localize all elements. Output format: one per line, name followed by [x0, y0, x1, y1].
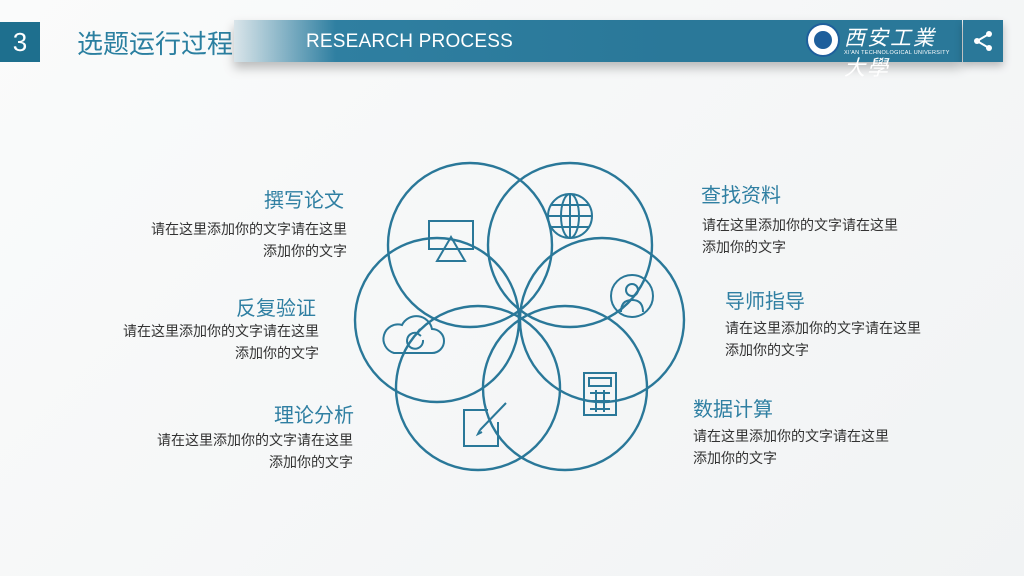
- header-banner: [234, 20, 962, 62]
- desc-zhuanxie: 请在这里添加你的文字请在这里 添加你的文字: [117, 219, 347, 263]
- desc-line: 请在这里添加你的文字请在这里: [693, 429, 889, 445]
- section-number: 3: [0, 22, 40, 62]
- desc-line: 添加你的文字: [263, 244, 347, 260]
- share-button[interactable]: [963, 20, 1003, 62]
- label-chazhao: 查找资料: [701, 183, 781, 207]
- petal-top-right: [486, 161, 654, 329]
- page-subtitle: RESEARCH PROCESS: [306, 31, 513, 52]
- desc-chazhao: 请在这里添加你的文字请在这里 添加你的文字: [702, 215, 932, 259]
- desc-lilun: 请在这里添加你的文字请在这里 添加你的文字: [123, 430, 353, 474]
- desc-line: 添加你的文字: [693, 451, 777, 467]
- globe-icon: [547, 193, 593, 239]
- petal-top-left: [386, 161, 554, 329]
- desc-line: 添加你的文字: [269, 455, 353, 471]
- logo-name-cn: 西安工業大學: [844, 26, 936, 80]
- desc-daoshi: 请在这里添加你的文字请在这里 添加你的文字: [725, 318, 955, 362]
- edit-icon: [463, 402, 507, 447]
- desc-line: 请在这里添加你的文字请在这里: [725, 321, 921, 337]
- desc-fanfu: 请在这里添加你的文字请在这里 添加你的文字: [89, 321, 319, 365]
- user-icon: [610, 274, 654, 318]
- desc-line: 请在这里添加你的文字请在这里: [151, 222, 347, 238]
- desc-line: 请在这里添加你的文字请在这里: [123, 324, 319, 340]
- monitor-icon: [428, 220, 474, 262]
- university-seal-icon: [806, 23, 840, 57]
- desc-line: 请在这里添加你的文字请在这里: [157, 433, 353, 449]
- desc-line: 添加你的文字: [725, 343, 809, 359]
- label-daoshi: 导师指导: [725, 289, 805, 313]
- desc-line: 添加你的文字: [702, 240, 786, 256]
- label-fanfu: 反复验证: [236, 296, 316, 320]
- label-zhuanxie: 撰写论文: [264, 188, 344, 212]
- petal-bottom-right: [481, 304, 649, 472]
- share-icon: [974, 31, 992, 51]
- calculator-icon: [583, 372, 617, 416]
- cloud-refresh-icon: [382, 315, 445, 354]
- desc-line: 添加你的文字: [235, 346, 319, 362]
- petal-bottom-left: [394, 304, 562, 472]
- desc-shuju: 请在这里添加你的文字请在这里 添加你的文字: [693, 426, 923, 470]
- page-title: 选题运行过程: [77, 30, 234, 60]
- university-logo: 西安工業大學 XI'AN TECHNOLOGICAL UNIVERSITY: [806, 22, 956, 80]
- label-lilun: 理论分析: [274, 403, 354, 427]
- desc-line: 请在这里添加你的文字请在这里: [702, 218, 898, 234]
- logo-name-en: XI'AN TECHNOLOGICAL UNIVERSITY: [844, 50, 950, 56]
- label-shuju: 数据计算: [693, 397, 773, 421]
